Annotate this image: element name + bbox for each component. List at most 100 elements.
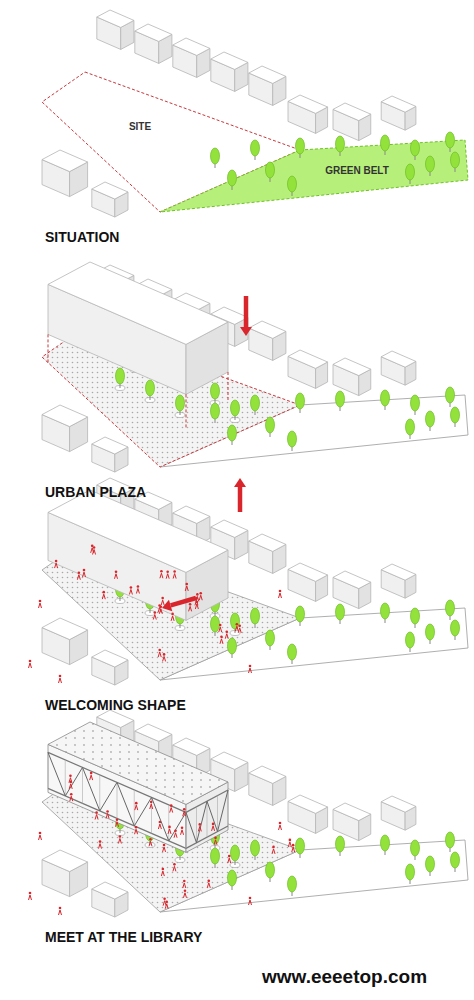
tree-crown: [426, 156, 435, 172]
building-face: [173, 506, 210, 523]
tree-crown: [336, 836, 345, 852]
tree-crown: [451, 407, 460, 423]
red-arrow-shaft: [244, 296, 249, 327]
projection-line: [228, 372, 229, 402]
tree-crown: [426, 624, 435, 640]
truss-diagonal: [186, 790, 228, 843]
person-body: [39, 603, 42, 608]
building-face: [381, 564, 416, 580]
person-body: [59, 678, 62, 683]
person-body: [214, 840, 217, 845]
person-body: [220, 639, 223, 644]
tree-crown: [146, 380, 155, 396]
person-body: [174, 833, 177, 838]
person-body: [249, 668, 252, 673]
person-body: [150, 804, 153, 809]
building-face: [333, 358, 371, 376]
person-body: [185, 586, 188, 591]
person-body: [183, 883, 186, 888]
person-body: [249, 900, 252, 905]
building-face: [381, 796, 416, 812]
tree-crown: [406, 419, 415, 435]
tree-crown: [406, 864, 415, 880]
projection-line: [48, 334, 49, 364]
truss-post: [196, 807, 197, 843]
area-label: SITE: [129, 121, 151, 133]
building-face: [288, 95, 328, 113]
building-face: [97, 10, 134, 27]
tree-crown: [446, 132, 455, 148]
person-body: [115, 574, 118, 579]
person-body: [161, 871, 164, 876]
person-body: [189, 606, 192, 611]
tree-crown: [411, 608, 420, 624]
tree-crown: [231, 845, 240, 861]
panel-title: WELCOMING SHAPE: [45, 697, 186, 713]
truss-post: [65, 760, 66, 796]
panel-title: URBAN PLAZA: [45, 484, 146, 500]
node-outline: [160, 140, 470, 212]
building-face: [333, 103, 371, 121]
person-body: [77, 575, 80, 580]
tree-crown: [176, 395, 185, 411]
person-body: [279, 825, 282, 830]
tree-crown: [251, 395, 260, 411]
tree-crown: [266, 417, 275, 433]
building-face: [173, 738, 210, 755]
person-body: [102, 594, 105, 599]
building-face: [42, 618, 88, 640]
tree-crown: [211, 403, 220, 419]
tree-crown: [426, 856, 435, 872]
truss-post: [217, 796, 218, 832]
truss-post: [228, 790, 229, 826]
building-face: [211, 520, 248, 537]
person-body: [292, 847, 295, 852]
tree-crown: [446, 387, 455, 403]
tree-crown: [231, 400, 240, 416]
tree-crown: [266, 162, 275, 178]
person-body: [55, 563, 58, 568]
tree-crown: [228, 638, 237, 654]
truss-post: [134, 790, 135, 826]
tree-crown: [211, 383, 220, 399]
tree-crown: [406, 632, 415, 648]
tree-crown: [451, 152, 460, 168]
projection-line: [186, 394, 187, 428]
person-body: [165, 904, 168, 909]
building-face: [249, 321, 286, 338]
truss-post: [48, 752, 49, 788]
tree-crown: [296, 393, 305, 409]
tree-crown: [381, 390, 390, 406]
person-body: [90, 775, 93, 780]
building-face: [288, 350, 328, 368]
building-face: [135, 24, 172, 41]
tree-crown: [446, 832, 455, 848]
green-belt-area: GREEN BELT: [160, 140, 470, 212]
person-body: [173, 866, 176, 871]
person-body: [207, 883, 210, 888]
truss-post: [186, 812, 187, 848]
truss-post: [168, 805, 169, 841]
panel-title: SITUATION: [45, 229, 119, 245]
person-body: [118, 838, 121, 843]
tree-crown: [288, 644, 297, 660]
person-body: [279, 593, 282, 598]
person-body: [158, 824, 161, 829]
person-body: [158, 652, 161, 657]
area-label: GREEN BELT: [325, 165, 389, 177]
red-arrow-shaft: [238, 487, 243, 512]
person-body: [228, 858, 231, 863]
person-body: [70, 796, 73, 801]
person-body: [170, 808, 173, 813]
person-body: [161, 600, 164, 605]
building-face: [249, 766, 286, 783]
person-body: [199, 595, 202, 600]
person-body: [181, 830, 184, 835]
building-face: [92, 437, 128, 454]
person-body: [198, 826, 201, 831]
tree-crown: [228, 425, 237, 441]
panel-welcoming-shape: [29, 478, 469, 685]
person-body: [115, 822, 118, 827]
person-body: [171, 616, 174, 621]
node-shape: [160, 140, 468, 212]
